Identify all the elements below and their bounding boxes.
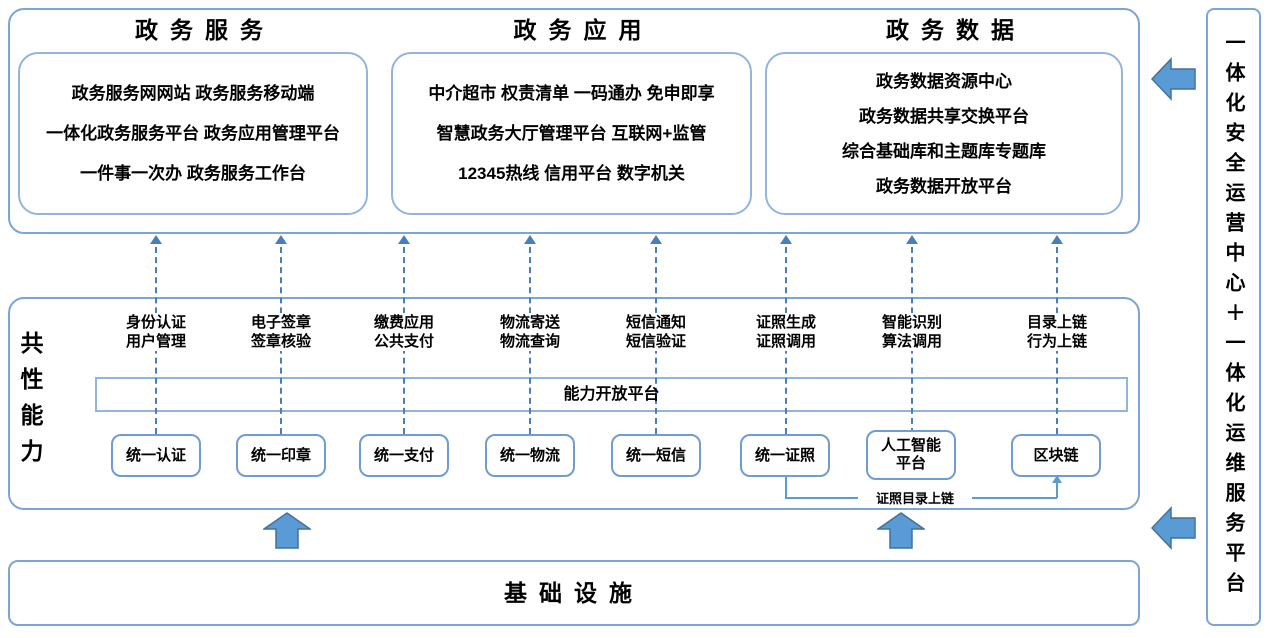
gov-applications-box: 中介超市 权责清单 一码通办 免申即享 智慧政务大厅管理平台 互联网+监管 12… xyxy=(391,52,752,215)
gov-applications-line: 中介超市 权责清单 一码通办 免申即享 xyxy=(428,83,715,103)
gov-data-box: 政务数据资源中心 政务数据共享交换平台 综合基础库和主题库专题库 政务数据开放平… xyxy=(765,52,1123,215)
up-arrow-icon xyxy=(877,512,925,549)
capability-side-label: 共性能力 xyxy=(17,331,43,475)
unified-payment-box: 统一支付 xyxy=(359,434,449,477)
gov-data-line: 政务数据开放平台 xyxy=(876,176,1012,196)
up-arrow-icon xyxy=(263,512,311,549)
capability-label-payment: 缴费应用 公共支付 xyxy=(349,313,459,351)
dash-up-arrow-icon xyxy=(150,235,162,244)
gov-applications-line: 12345热线 信用平台 数字机关 xyxy=(458,163,685,183)
gov-services-line: 一体化政务服务平台 政务应用管理平台 xyxy=(46,123,340,143)
open-platform-bar xyxy=(95,377,1128,412)
left-arrow-icon xyxy=(1151,57,1196,101)
unified-seal-box: 统一印章 xyxy=(236,434,326,477)
infrastructure-label: 基础设施 xyxy=(504,580,644,606)
dash-up-arrow-icon xyxy=(650,235,662,244)
dash-up-arrow-icon xyxy=(524,235,536,244)
dash-up-arrow-icon xyxy=(275,235,287,244)
dash-up-arrow-icon xyxy=(1051,235,1063,244)
right-side-platform-bar: 一体化安全运营中心＋一体化运维服务平台 xyxy=(1206,8,1261,626)
right-side-platform-label: 一体化安全运营中心＋一体化运维服务平台 xyxy=(1222,32,1244,602)
gov-applications-line: 智慧政务大厅管理平台 互联网+监管 xyxy=(436,123,707,143)
left-arrow-icon xyxy=(1151,506,1196,550)
capability-label-sms: 短信通知 短信验证 xyxy=(601,313,711,351)
open-platform-bar-label: 能力开放平台 xyxy=(563,386,660,403)
connector-label: 证照目录上链 xyxy=(858,488,972,507)
section-title-gov-applications: 政务应用 xyxy=(513,17,654,43)
gov-data-line: 综合基础库和主题库专题库 xyxy=(842,141,1046,161)
capability-label-license: 证照生成 证照调用 xyxy=(731,313,841,351)
gov-services-line: 政务服务网网站 政务服务移动端 xyxy=(71,83,315,103)
dash-up-arrow-icon xyxy=(398,235,410,244)
dash-up-arrow-icon xyxy=(780,235,792,244)
ai-platform-box: 人工智能 平台 xyxy=(866,430,956,480)
infrastructure-container xyxy=(8,560,1140,626)
capability-label-identity: 身份认证 用户管理 xyxy=(101,313,211,351)
gov-services-box: 政务服务网网站 政务服务移动端 一体化政务服务平台 政务应用管理平台 一件事一次… xyxy=(18,52,368,215)
gov-data-line: 政务数据共享交换平台 xyxy=(859,106,1029,126)
gov-services-line: 一件事一次办 政务服务工作台 xyxy=(80,163,306,183)
capability-label-signature: 电子签章 签章核验 xyxy=(226,313,336,351)
connector-line xyxy=(1056,482,1058,498)
capability-label-ai: 智能识别 算法调用 xyxy=(857,313,967,351)
dash-up-arrow-icon xyxy=(906,235,918,244)
connector-line xyxy=(785,477,787,498)
gov-data-line: 政务数据资源中心 xyxy=(876,71,1012,91)
capability-label-blockchain: 目录上链 行为上链 xyxy=(1002,313,1112,351)
unified-auth-box: 统一认证 xyxy=(111,434,201,477)
capability-label-logistics: 物流寄送 物流查询 xyxy=(475,313,585,351)
unified-logistics-box: 统一物流 xyxy=(485,434,575,477)
unified-license-box: 统一证照 xyxy=(740,434,830,477)
unified-sms-box: 统一短信 xyxy=(611,434,701,477)
section-title-gov-data: 政务数据 xyxy=(886,17,1026,43)
blockchain-box: 区块链 xyxy=(1011,434,1101,477)
section-title-gov-services: 政务服务 xyxy=(135,17,275,43)
connector-up-arrow-icon xyxy=(1052,475,1062,483)
